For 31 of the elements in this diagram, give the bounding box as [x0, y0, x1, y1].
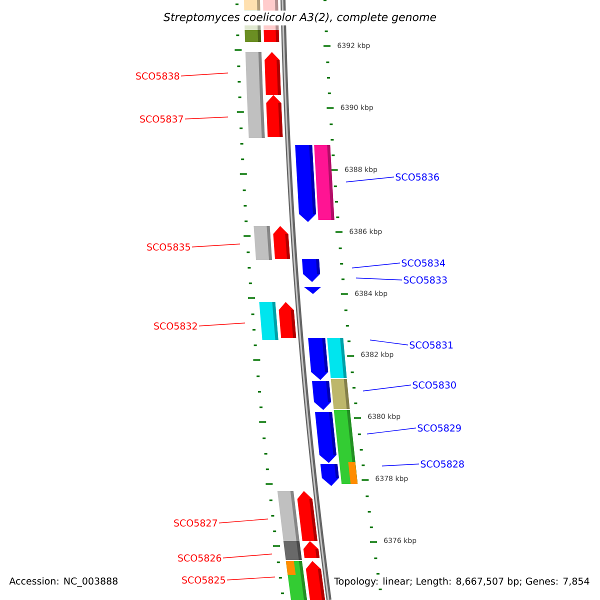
- leader-line: [346, 176, 394, 182]
- gene-label: SCO5834: [402, 259, 445, 267]
- gene-label: SCO5838: [136, 72, 180, 80]
- gene-label: SCO5831: [410, 341, 453, 349]
- leader-line: [370, 340, 408, 346]
- gene-label: SCO5833: [404, 276, 447, 284]
- leader-line: [180, 72, 228, 76]
- leader-line: [184, 116, 228, 120]
- gene-label: SCO5828: [420, 460, 464, 468]
- leader-line: [218, 518, 268, 524]
- gene-label: SCO5825: [182, 576, 225, 584]
- accession-text: Accession: NC_003888: [9, 577, 118, 587]
- leader-line: [356, 278, 402, 280]
- gene-label: SCO5827: [174, 519, 217, 527]
- leader-line: [352, 262, 400, 268]
- gene-label: SCO5829: [418, 424, 461, 432]
- gene-label: SCO5830: [412, 381, 456, 389]
- gene-label: SCO5837: [140, 115, 183, 123]
- leader-line: [222, 554, 272, 558]
- leader-line: [192, 244, 240, 248]
- gene-label: SCO5835: [147, 243, 190, 251]
- gene-label: SCO5836: [396, 173, 439, 181]
- leader-line: [362, 384, 412, 392]
- gene-label: SCO5826: [178, 554, 222, 562]
- title: Streptomyces coelicolor A3(2), complete genome: [161, 10, 439, 26]
- leader-line: [382, 464, 420, 466]
- leader-line: [198, 322, 246, 326]
- leader-line: [366, 428, 416, 434]
- gene-label: SCO5832: [154, 322, 197, 330]
- leader-line: [226, 576, 276, 580]
- summary-text: Topology: linear; Length: 8,667,507 bp; Genes: 7,854: [332, 575, 592, 589]
